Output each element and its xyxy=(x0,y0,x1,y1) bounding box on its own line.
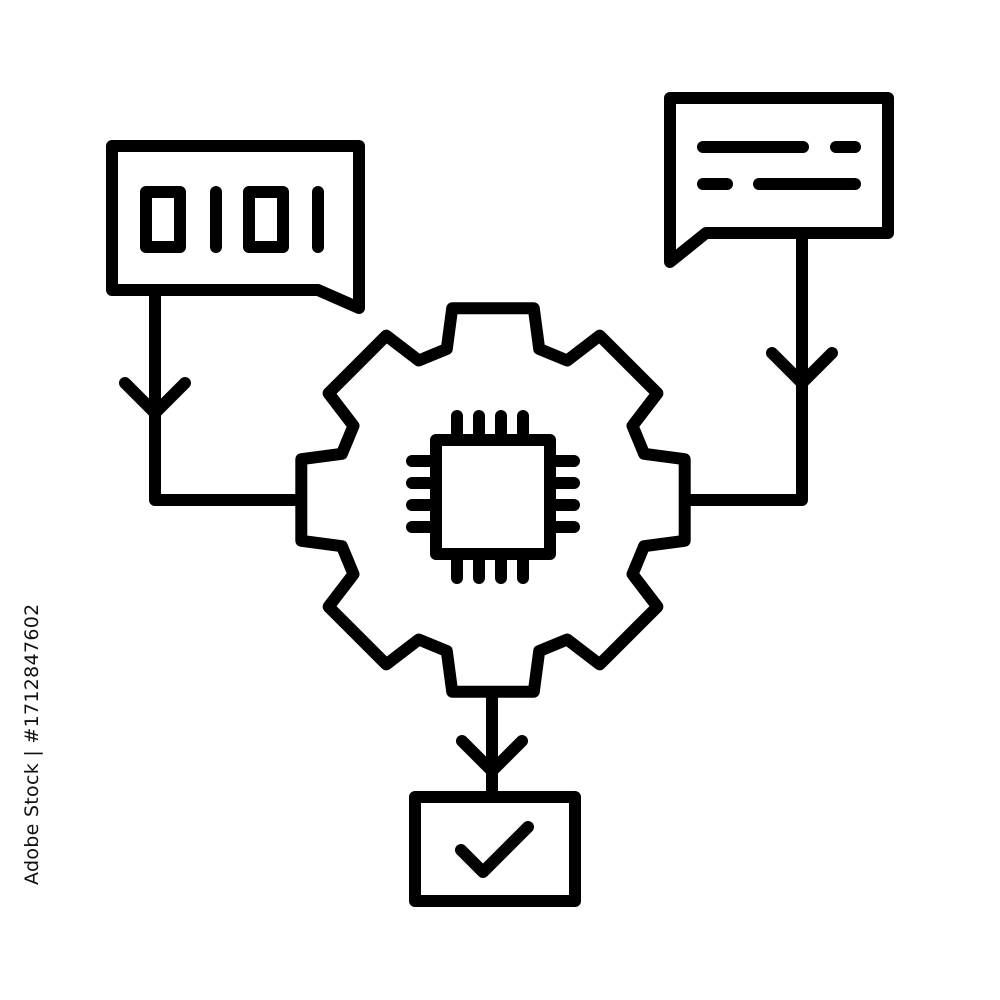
right-input-connector xyxy=(683,227,838,506)
gear-outline xyxy=(295,302,691,698)
binary-data-speech-bubble-icon xyxy=(106,140,365,314)
binary-digit-zero xyxy=(243,186,289,253)
checkmark-icon xyxy=(455,821,534,878)
cpu-chip-body xyxy=(430,434,556,560)
arrow-down-icon xyxy=(119,377,191,419)
output-connector xyxy=(456,686,528,803)
cpu-chip-pins xyxy=(406,410,580,584)
arrow-down-icon xyxy=(766,347,838,389)
stock-id-watermark: Adobe Stock | #1712847602 xyxy=(21,603,43,885)
text-message-speech-bubble-icon xyxy=(664,92,894,268)
left-input-connector xyxy=(119,290,307,506)
checkmark-box-icon xyxy=(409,791,581,907)
gear-with-cpu-chip-icon xyxy=(295,302,691,698)
connector-line xyxy=(683,227,808,506)
result-box xyxy=(409,791,581,907)
binary-digit-zero xyxy=(140,186,186,253)
connector-line xyxy=(149,290,307,506)
arrow-down-icon xyxy=(456,735,528,777)
bubble-outline xyxy=(106,140,365,314)
